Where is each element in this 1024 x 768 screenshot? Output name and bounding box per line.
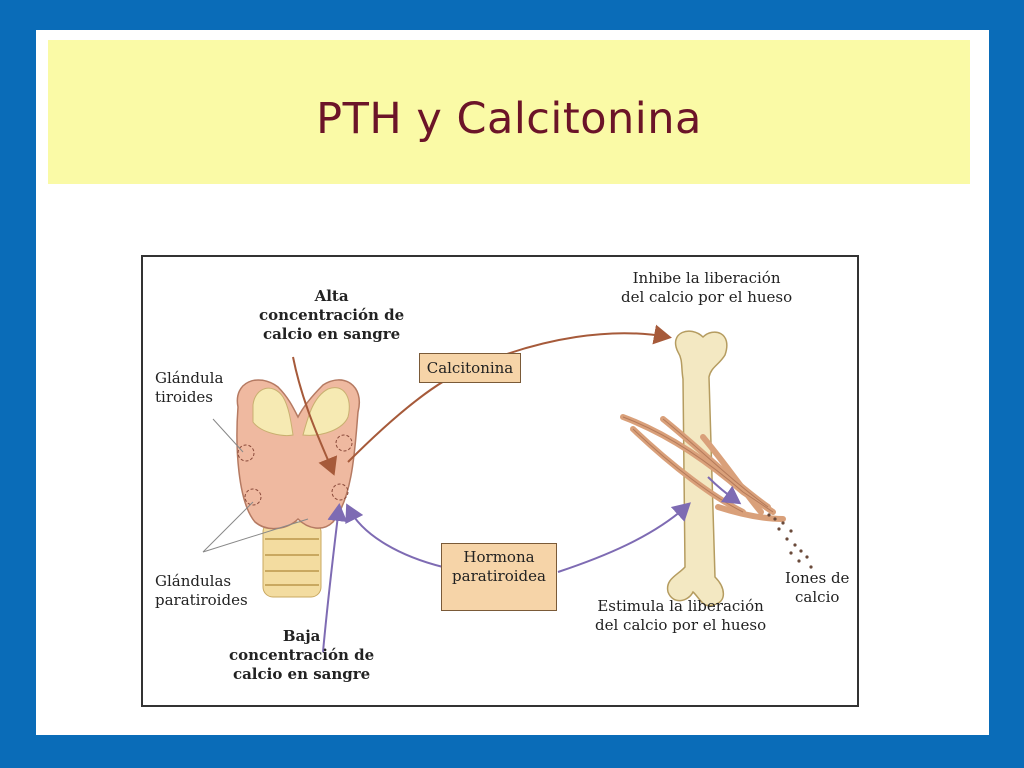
baja-label: Baja concentración de calcio en sangre (229, 627, 375, 683)
baja-arrow (322, 503, 348, 653)
paratiroides-pointer-1 (202, 501, 254, 553)
release-arrow (707, 476, 742, 505)
iones-label: Iones de calcio (785, 569, 850, 606)
inhibe-label: Inhibe la liberación del calcio por el h… (621, 269, 793, 306)
pth-to-gland-arrow (345, 503, 444, 568)
calcium-regulation-diagram: Alta concentración de calcio en sangre G… (141, 255, 859, 707)
thyroid-gland (236, 379, 361, 530)
estimula-label: Estimula la liberación del calcio por el… (595, 597, 767, 634)
diagram-illustration (202, 324, 813, 653)
tiroides-pointer (212, 418, 244, 453)
bone (666, 330, 728, 607)
alta-arrow (292, 356, 338, 476)
trachea (262, 521, 322, 598)
title-band: PTH y Calcitonina (48, 40, 970, 184)
calcitonina-box: Calcitonina (419, 353, 521, 383)
calcium-ions (767, 513, 813, 569)
tiroides-label: Glándula tiroides (155, 369, 224, 406)
alta-label: Alta concentración de calcio en sangre (259, 287, 405, 343)
paratiroides-label: Glándulas paratiroides (155, 572, 248, 609)
pth-box: Hormona paratiroidea (441, 543, 557, 611)
slide-title: PTH y Calcitonina (316, 94, 702, 144)
pth-to-bone-arrow (557, 502, 691, 573)
paratiroides-pointer-2 (202, 518, 309, 553)
slide: PTH y Calcitonina (36, 30, 989, 735)
